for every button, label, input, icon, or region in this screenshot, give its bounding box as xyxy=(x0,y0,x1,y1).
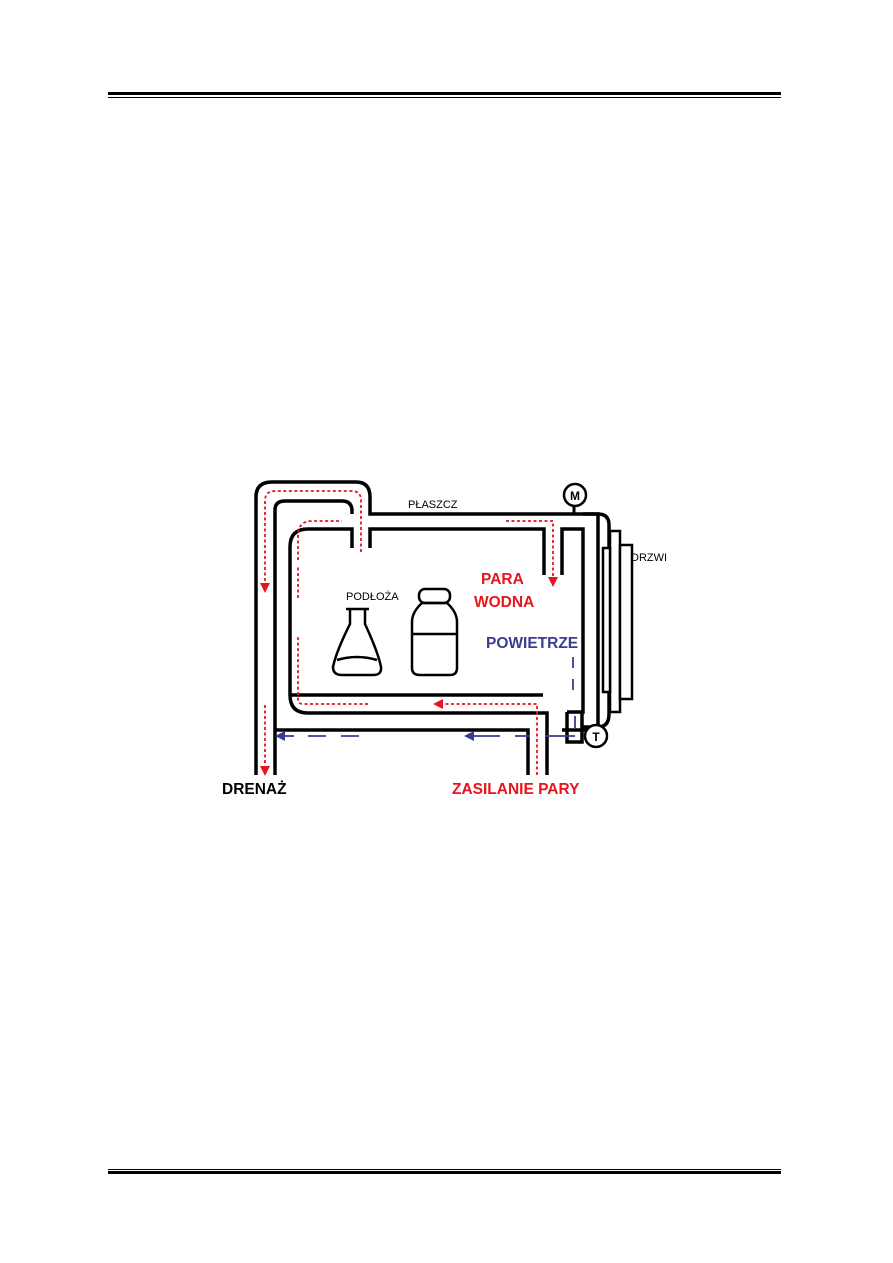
chamber-walls xyxy=(254,480,611,775)
steam-label-line2: WODNA xyxy=(474,594,534,611)
header-rule xyxy=(108,92,781,98)
steam-flow xyxy=(264,490,554,775)
thermometer-label: T xyxy=(592,730,600,744)
flask-icon xyxy=(331,607,383,677)
manometer-icon: M xyxy=(562,482,588,514)
steam-arrows xyxy=(260,577,558,776)
bottle-icon xyxy=(410,587,459,677)
door xyxy=(601,529,634,714)
door-label: DRZWI xyxy=(631,552,667,564)
media-label: PODŁOŻA xyxy=(346,590,399,603)
manometer-label: M xyxy=(570,489,580,503)
footer-rule xyxy=(108,1169,781,1175)
jacket-label: PŁASZCZ xyxy=(408,499,458,511)
steam-supply-label: ZASILANIE PARY xyxy=(452,781,580,798)
thermometer-icon: T xyxy=(583,723,609,749)
air-arrows xyxy=(275,731,474,741)
air-label: POWIETRZE xyxy=(486,635,578,652)
steam-label-line1: PARA xyxy=(481,571,524,588)
air-flow xyxy=(282,657,576,737)
drain-label: DRENAŻ xyxy=(222,781,287,798)
